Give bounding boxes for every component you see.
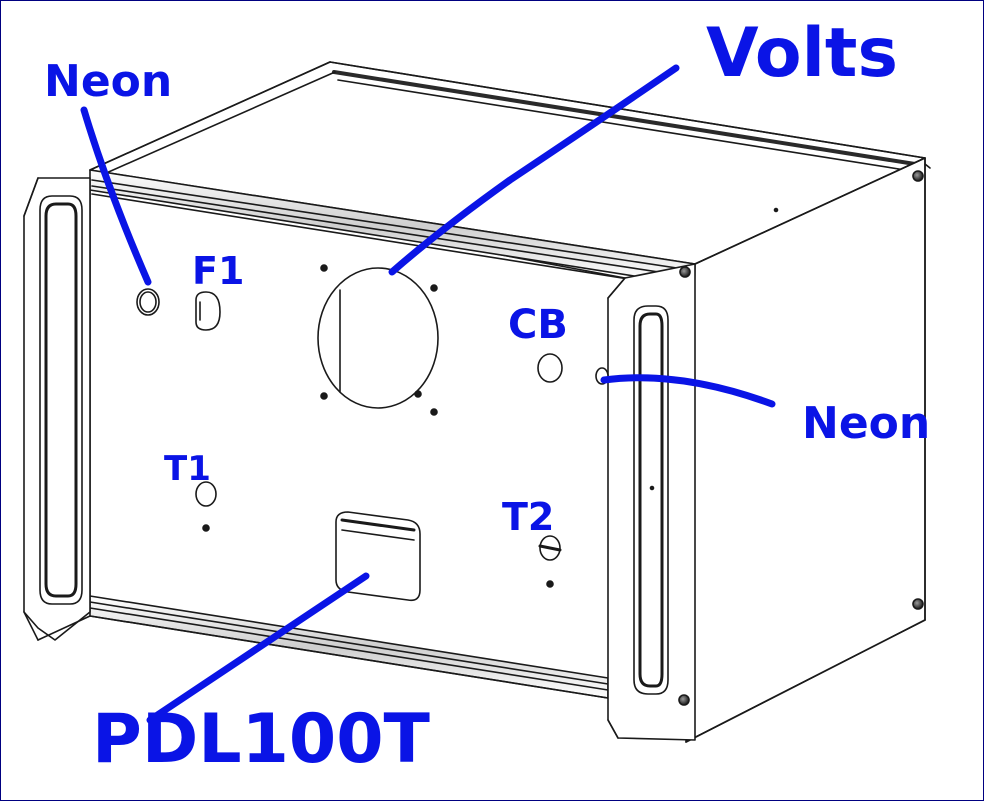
f1-label: F1: [192, 249, 244, 293]
neon-left-label: Neon: [44, 56, 172, 107]
annotation-strokes: [80, 64, 776, 724]
neon-right-label: Neon: [802, 398, 930, 449]
t1-label: T1: [164, 449, 211, 489]
neon-left-pointer: [80, 106, 152, 286]
pdl100t-pointer: [146, 572, 370, 724]
screws: [649, 170, 924, 706]
cb-label: CB: [508, 302, 568, 348]
pdl100t-label: PDL100T: [92, 700, 431, 779]
t2-label: T2: [502, 495, 554, 539]
top-cover: [89, 61, 926, 265]
left-handle: [23, 177, 91, 641]
volts-label: Volts: [706, 14, 898, 93]
volts-pointer: [388, 64, 680, 276]
right-side-panel: [685, 157, 931, 743]
neon-right-pointer: [600, 374, 776, 408]
